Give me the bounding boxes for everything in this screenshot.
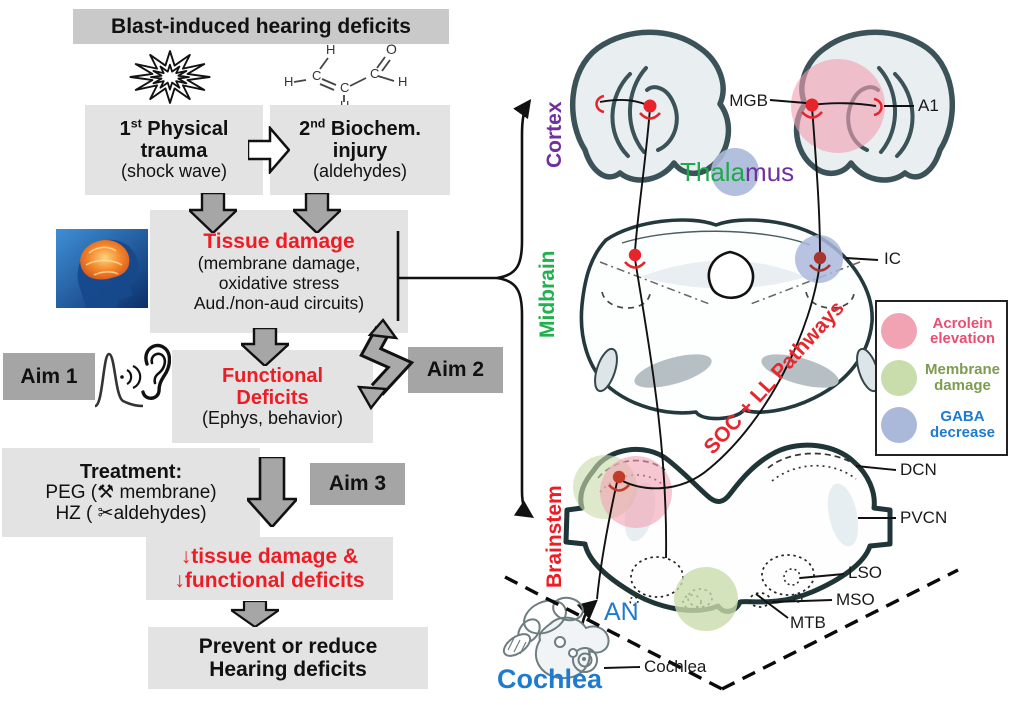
tissue-damage-box: Tissue damage (membrane damage, oxidativ… <box>150 210 408 333</box>
dcn-label: DCN <box>900 460 937 479</box>
down-arrow-icon: ↓ <box>180 545 192 569</box>
a1-label: A1 <box>918 96 939 115</box>
svg-text:H: H <box>398 74 407 89</box>
svg-text:C: C <box>370 66 379 81</box>
biochem-injury-box: 2nd Biochem. injury (aldehydes) <box>270 105 450 195</box>
pathway-lines <box>576 106 821 656</box>
biochem-injury-title: 2nd Biochem. <box>299 116 421 141</box>
acrolein-legend-swatch <box>881 313 917 350</box>
prevent-line1: Prevent or reduce <box>198 634 378 658</box>
starburst-icon <box>129 50 211 104</box>
physical-trauma-sub: (shock wave) <box>120 161 228 182</box>
scissors-icon: ✂ <box>97 502 114 524</box>
brain-photo <box>56 229 148 308</box>
reduction-line2: ↓functional deficits <box>174 568 365 592</box>
down-block-arrow <box>241 328 289 366</box>
reduction-outcome-box: ↓tissue damage & ↓functional deficits <box>146 537 393 600</box>
tissue-damage-line: (membrane damage, <box>197 252 361 273</box>
functional-deficits-box: Functional Deficits (Ephys, behavior) <box>172 350 373 443</box>
tissue-damage-title: Tissue damage <box>203 229 355 253</box>
svg-text:C: C <box>340 80 349 95</box>
functional-deficits-sub: (Ephys, behavior) <box>201 407 344 428</box>
thalamus-label: Thalamus <box>680 157 795 187</box>
title-banner: Blast-induced hearing deficits <box>73 9 449 44</box>
treatment-hz-line: HZ ( ✂aldehydes) <box>55 502 207 524</box>
membrane-legend-swatch <box>881 359 917 396</box>
acrolein-circle-dcn <box>600 456 672 528</box>
midbrain-region-label: Midbrain <box>536 250 559 339</box>
down-block-arrow <box>247 457 297 527</box>
treatment-peg-line: PEG (⚒ membrane) <box>45 481 217 503</box>
treatment-box: Treatment: PEG (⚒ membrane) HZ ( ✂aldehy… <box>2 448 260 537</box>
cochlea-pointer-label: Cochlea <box>644 657 707 676</box>
tissue-damage-line: Aud./non-aud circuits) <box>193 293 365 314</box>
lso-label: LSO <box>848 563 883 582</box>
acrolein-structure-icon: HO CCC HHH <box>284 42 407 112</box>
mtb-label: MTB <box>790 613 826 632</box>
membrane-circle-soc <box>674 567 738 631</box>
bidirectional-zigzag-arrow <box>356 318 415 410</box>
cochlea-region-label: Cochlea <box>497 664 603 694</box>
biochem-injury-sub: (aldehydes) <box>312 161 408 182</box>
treatment-title: Treatment: <box>79 460 183 483</box>
prevent-outcome-box: Prevent or reduce Hearing deficits <box>148 627 428 689</box>
gaba-legend-swatch <box>881 406 917 443</box>
pvcn-label: PVCN <box>900 508 948 527</box>
tissue-damage-line: oxidative stress <box>218 272 340 293</box>
aim2-badge: Aim 2 <box>408 347 503 393</box>
label-leader-lines <box>603 99 914 669</box>
down-block-arrow <box>189 193 237 233</box>
svg-text:H: H <box>326 42 335 57</box>
gaba-circle-thalamus <box>711 148 759 196</box>
electrode-marks <box>595 94 883 492</box>
functional-deficits-title2: Deficits <box>236 386 309 409</box>
functional-deficits-title: Functional <box>221 364 324 387</box>
biochem-injury-line2: injury <box>332 140 388 163</box>
cortex-region-label: Cortex <box>543 101 566 168</box>
aim3-badge: Aim 3 <box>310 463 405 505</box>
physical-trauma-line2: trauma <box>140 140 208 163</box>
right-block-arrow <box>248 126 290 174</box>
svg-text:C: C <box>312 68 321 83</box>
dashed-section-divider <box>504 568 959 691</box>
down-block-arrow <box>293 193 341 233</box>
mso-label: MSO <box>836 590 875 609</box>
reduction-line1: ↓tissue damage & <box>180 545 359 569</box>
ear-sound-icon <box>94 343 171 408</box>
cochlea-drawing <box>502 596 610 680</box>
svg-text:O: O <box>386 42 397 57</box>
an-label: AN <box>604 598 639 626</box>
down-block-arrow <box>231 601 279 627</box>
physical-trauma-box: 1st Physical trauma (shock wave) <box>85 105 263 195</box>
brainstem-region-label: Brainstem <box>543 485 566 588</box>
ic-label: IC <box>884 249 901 268</box>
prevent-line2: Hearing deficits <box>209 658 367 681</box>
wrench-icon: ⚒ <box>97 481 115 503</box>
aim1-badge: Aim 1 <box>3 353 95 400</box>
mgb-label: MGB <box>729 91 768 110</box>
svg-text:H: H <box>284 74 293 89</box>
down-arrow-icon: ↓ <box>174 568 185 592</box>
physical-trauma-title: 1st Physical <box>119 116 229 141</box>
